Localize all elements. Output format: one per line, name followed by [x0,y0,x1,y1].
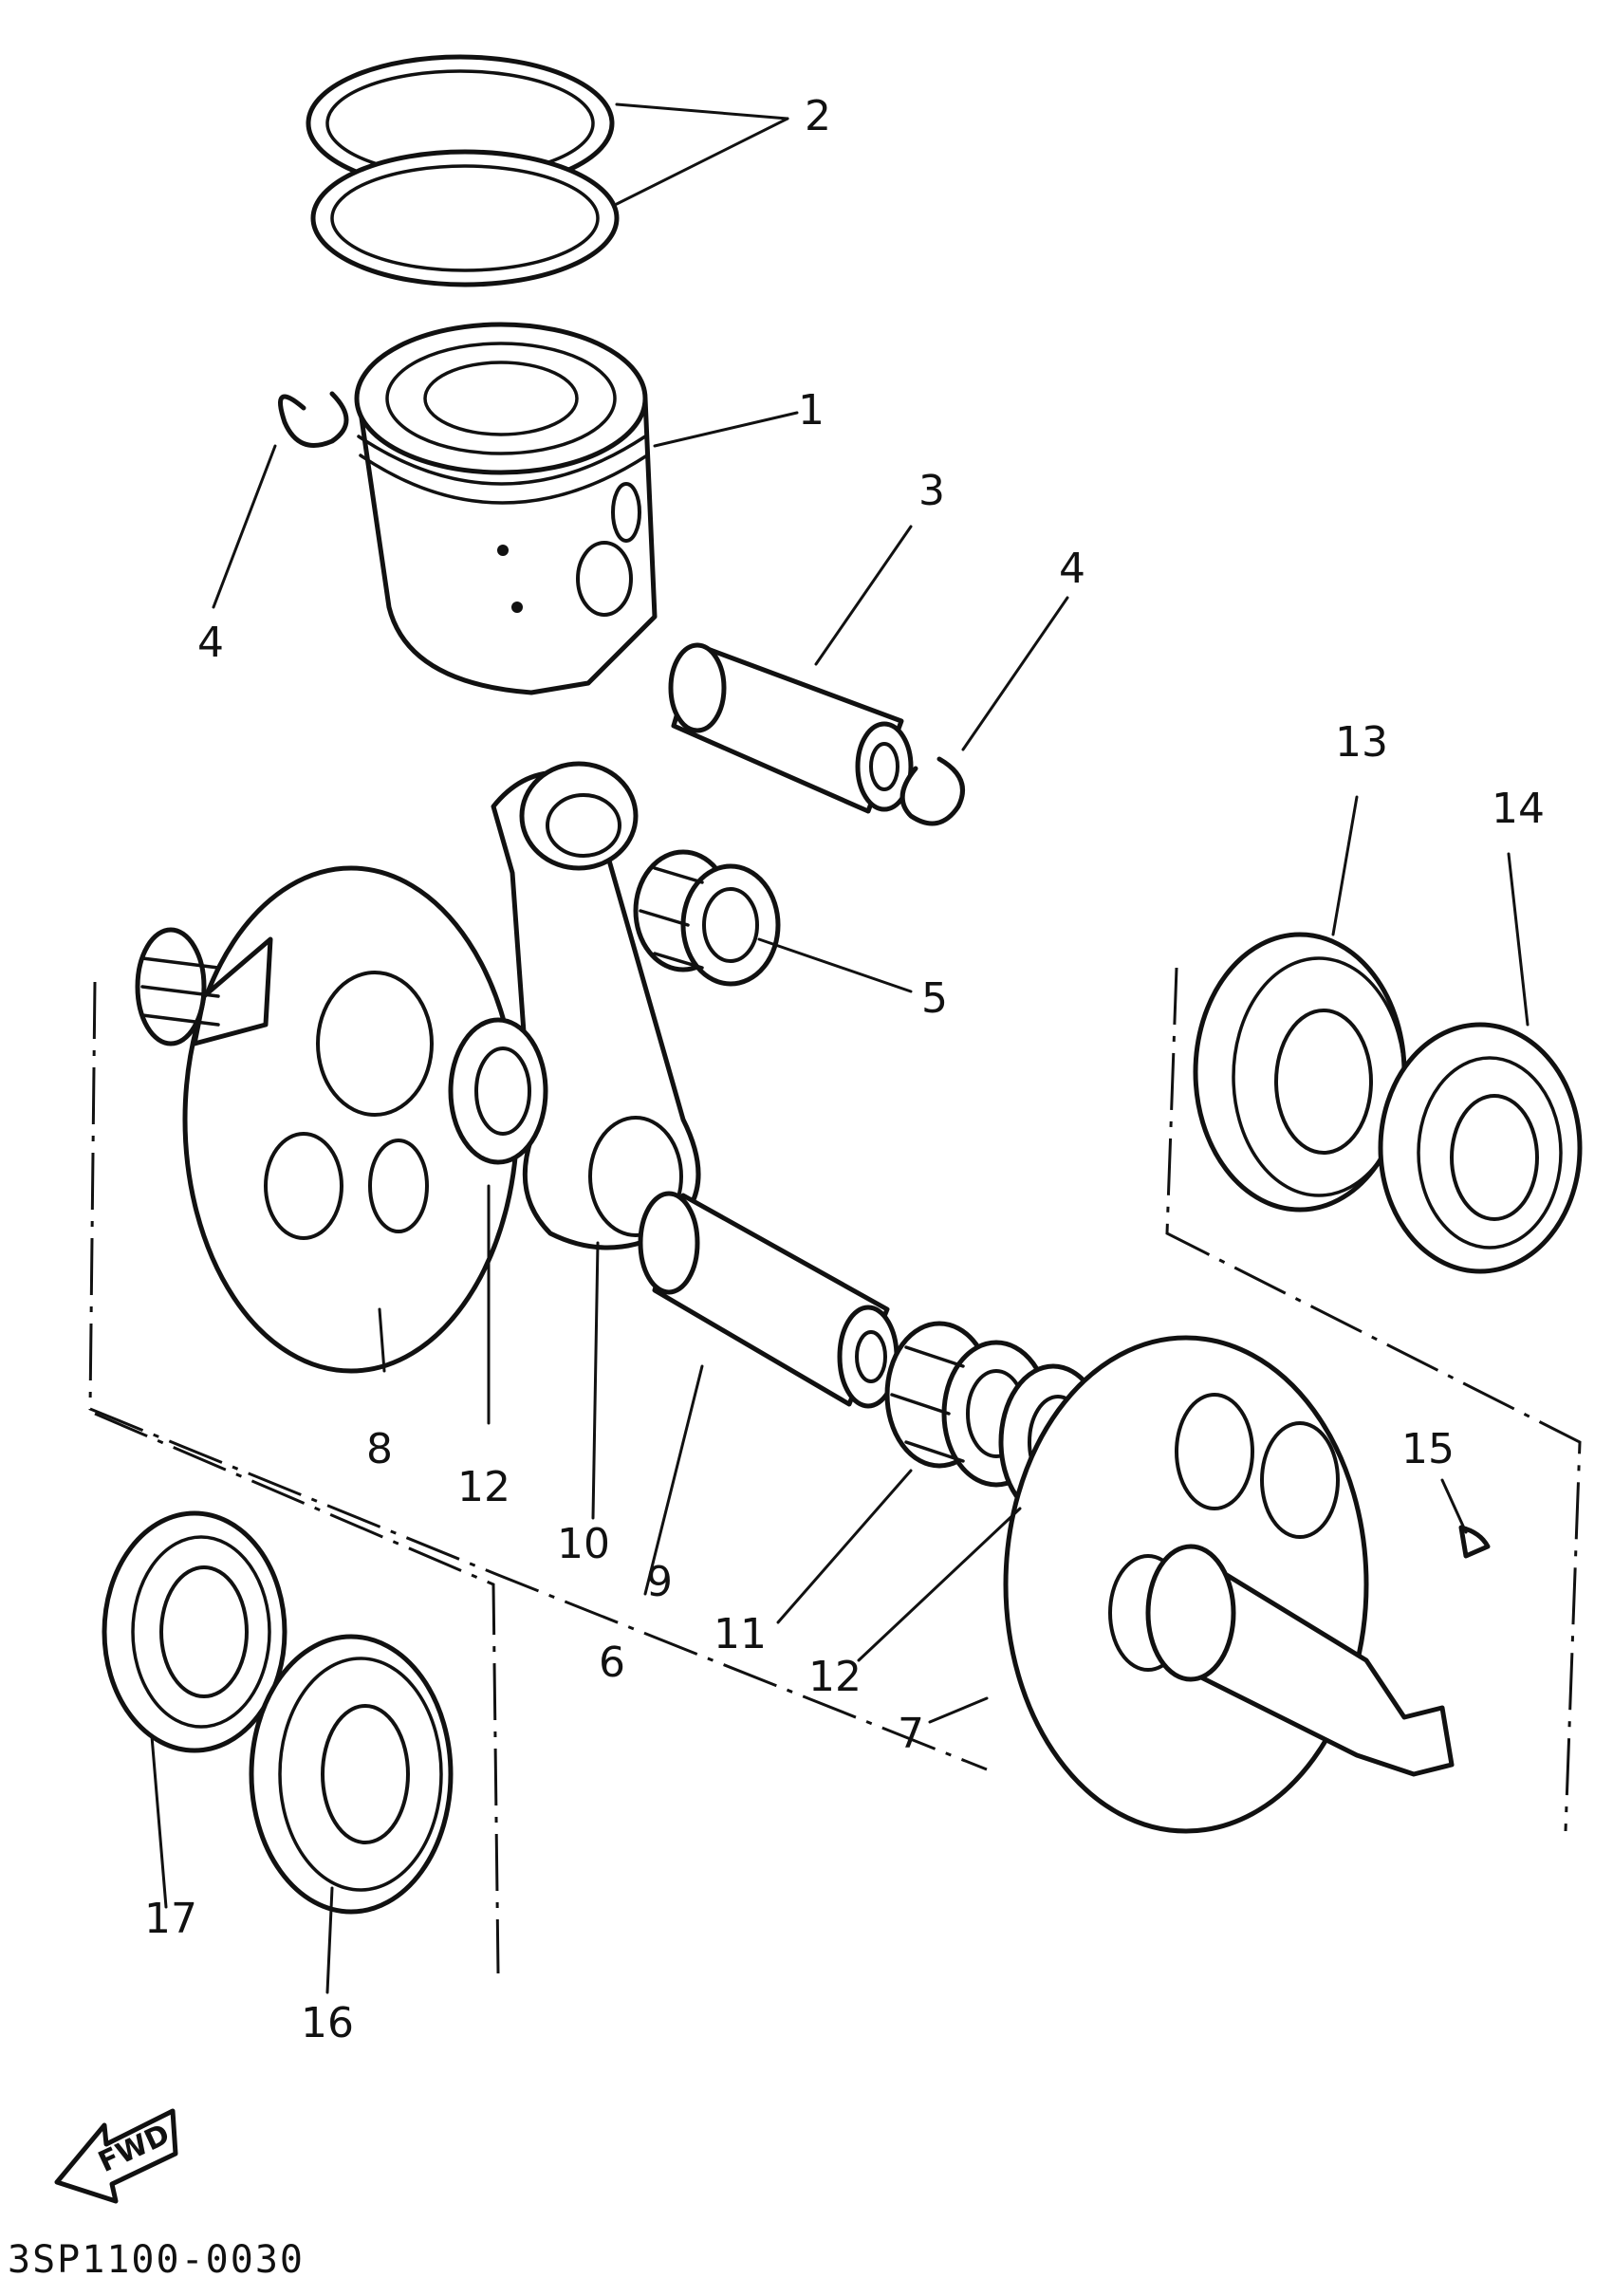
bearing-13 [1193,932,1407,1213]
piston-pin [668,642,914,814]
fwd-arrow-icon: FWD [54,2108,178,2204]
crank-pin [638,1191,899,1409]
callout-12-left: 12 [457,1463,510,1511]
connecting-rod [491,761,701,1250]
callout-7: 7 [898,1710,924,1758]
callout-11: 11 [714,1610,767,1658]
callout-10: 10 [557,1520,610,1568]
callout-4-right: 4 [1059,545,1085,593]
callout-4-left: 4 [197,619,224,667]
oil-seal-17 [102,1510,287,1753]
callout-12-right: 12 [808,1653,862,1701]
callout-5: 5 [921,974,948,1023]
crank-wheel-right [1003,1335,1455,1834]
piston-rings [306,54,620,287]
callout-16: 16 [301,1999,354,2047]
callout-2: 2 [805,92,831,140]
callout-17: 17 [144,1895,197,1943]
small-end-bearing [633,849,781,987]
circlip-right [899,756,965,826]
callout-3: 3 [918,467,945,515]
piston [354,322,658,695]
washer-left [448,1017,548,1165]
callout-1: 1 [798,386,825,435]
callout-8: 8 [366,1425,393,1473]
callout-6: 6 [599,1639,625,1687]
crank-wheel-left [135,865,520,1374]
callout-15: 15 [1401,1425,1455,1473]
circlip-left [278,391,349,448]
callout-13: 13 [1335,718,1388,767]
drawing-code: 3SP1100-0030 [8,2238,305,2282]
assembly-outline [88,967,1582,1974]
oil-seal-14 [1378,1022,1583,1274]
leader-lines [150,102,1530,1994]
callout-14: 14 [1492,785,1545,833]
callout-labels: 1 2 3 4 4 5 6 7 8 9 10 11 12 12 13 14 15… [144,92,1545,2047]
bearing-16 [249,1634,454,1915]
callout-9: 9 [646,1558,673,1606]
